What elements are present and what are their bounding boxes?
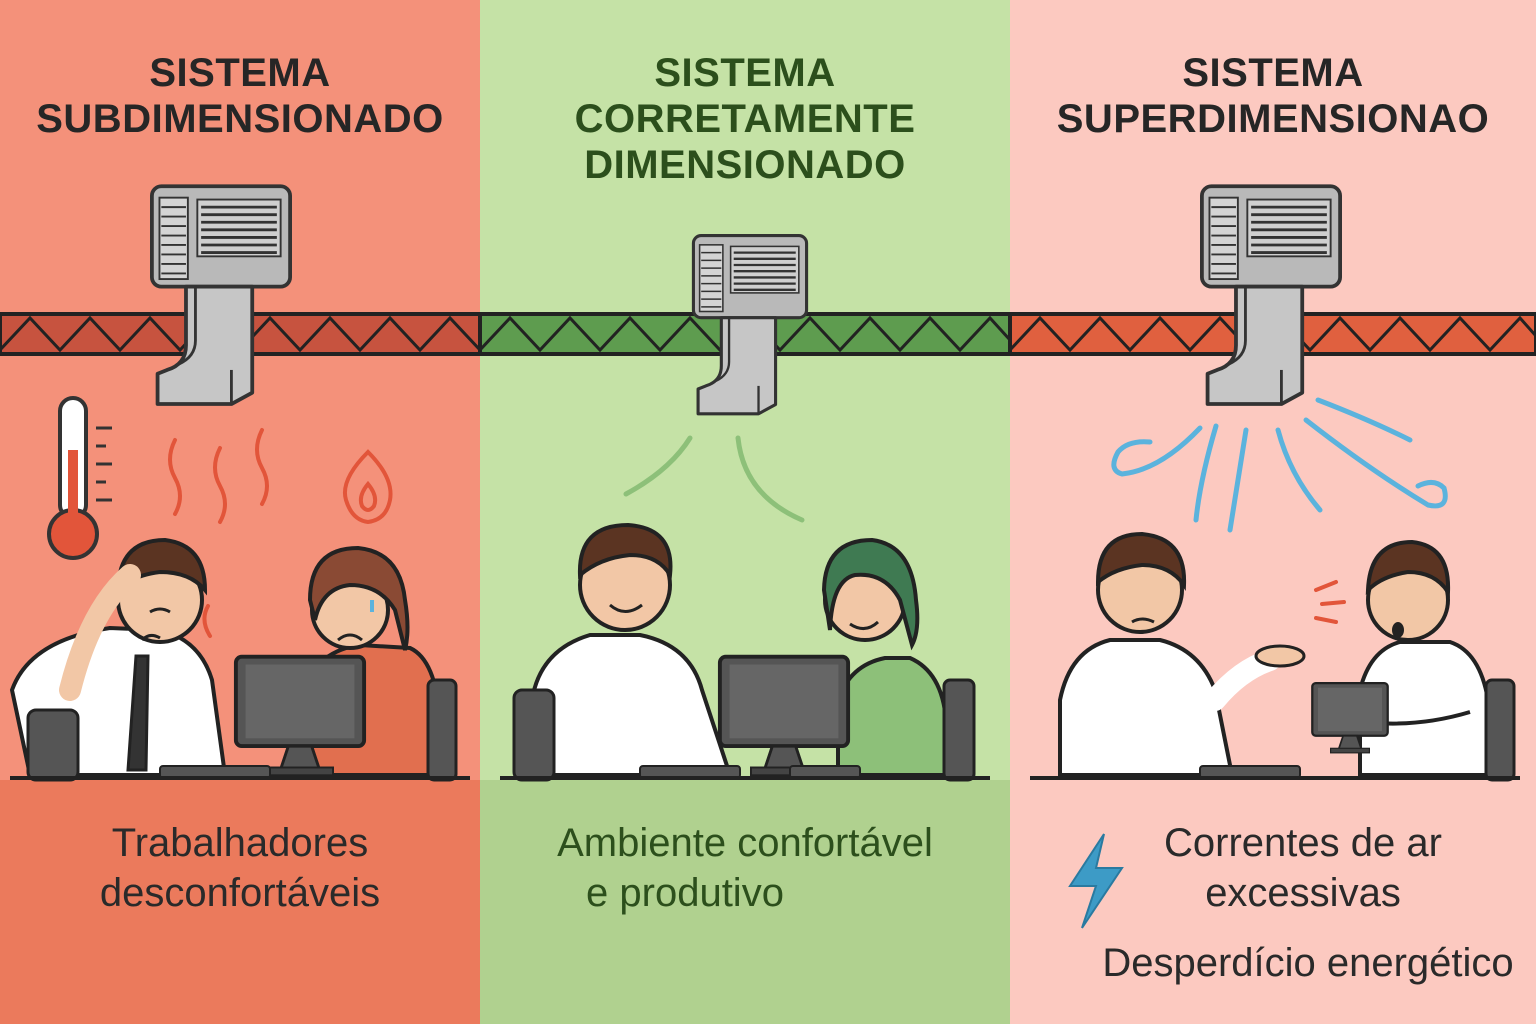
panel-title: SISTEMA SUBDIMENSIONADO — [0, 50, 480, 142]
title-line: SISTEMA — [1182, 51, 1364, 95]
panel-illustration — [480, 234, 1010, 782]
ac-unit-icon — [1200, 184, 1342, 406]
title-line: SISTEMA — [149, 51, 331, 95]
panel-caption: Trabalhadores desconfortáveis — [0, 818, 480, 918]
title-line: DIMENSIONADO — [584, 143, 906, 187]
caption-band — [0, 780, 480, 1024]
panel-title: SISTEMA SUPERDIMENSIONAO — [1010, 50, 1536, 142]
worker-right — [1314, 539, 1490, 777]
panel-illustration — [1010, 184, 1536, 929]
title-line: SUBDIMENSIONADO — [36, 97, 444, 141]
energy-waste-caption: Desperdício energético — [1102, 941, 1514, 985]
panel-correct: SISTEMA CORRETAMENTE DIMENSIONADO — [480, 0, 1010, 1024]
title-line: CORRETAMENTE — [574, 97, 916, 141]
caption-line: Ambiente confortável — [557, 821, 933, 865]
caption-line: excessivas — [1205, 871, 1401, 915]
panel-caption: Ambiente confortável e produtivo — [480, 818, 1010, 918]
panel-title: SISTEMA CORRETAMENTE DIMENSIONADO — [480, 50, 1010, 188]
worker-left — [1058, 531, 1306, 777]
panel-undersized: SISTEMA SUBDIMENSIONADO — [0, 0, 480, 1024]
lightning-icon — [1068, 833, 1124, 929]
worker-right — [821, 537, 948, 777]
ac-unit-icon — [150, 184, 292, 406]
flame-icon — [343, 449, 393, 525]
monitor-icon — [717, 654, 851, 778]
heat-wave-icon — [168, 428, 269, 638]
panel-illustration — [0, 184, 480, 782]
caption-line: Trabalhadores — [111, 821, 369, 865]
caption-line: e produtivo — [586, 871, 784, 915]
worker-left — [530, 522, 733, 777]
strong-airflow-icon — [1111, 397, 1448, 533]
caption-line: Correntes de ar — [1164, 821, 1442, 865]
title-line: SISTEMA — [654, 51, 836, 95]
thermometer-icon — [47, 396, 112, 560]
panel-oversized: SISTEMA SUPERDIMENSIONAO — [1010, 0, 1536, 1024]
caption-line: desconfortáveis — [99, 871, 381, 915]
title-line: SUPERDIMENSIONAO — [1056, 97, 1490, 141]
panel-caption: Correntes de ar excessivas — [1070, 818, 1536, 918]
airflow-icon — [623, 435, 805, 523]
caption-band — [480, 780, 1010, 1024]
